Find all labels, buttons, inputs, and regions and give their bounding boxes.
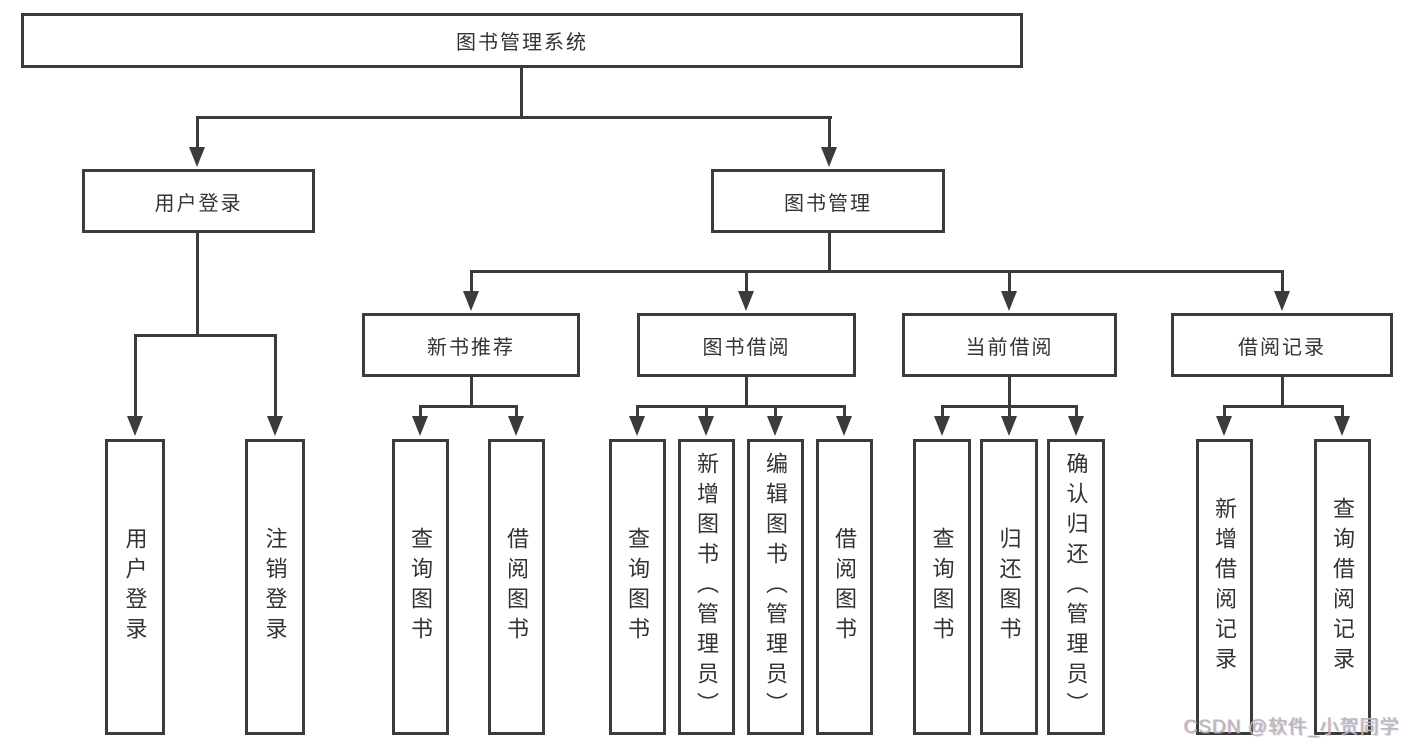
node-label: 图书借阅 bbox=[702, 336, 791, 359]
arrow-down-icon bbox=[1216, 416, 1232, 436]
leaf-label: 查询图书 bbox=[408, 527, 434, 647]
connector-drop-leaf bbox=[1008, 405, 1011, 418]
node-book-management: 图书管理 bbox=[711, 169, 945, 233]
arrow-down-icon bbox=[508, 416, 524, 436]
leaf-borrow-books: 借阅图书 bbox=[488, 439, 545, 735]
leaf-user-login: 用户登录 bbox=[105, 439, 165, 735]
connector-book-borrowing-stem bbox=[745, 377, 748, 407]
connector-borrowing-records-horizontal bbox=[1223, 405, 1344, 408]
leaf-confirm-return-admin: 确认归还（管理员） bbox=[1047, 439, 1105, 735]
connector-user-login-horizontal bbox=[134, 334, 277, 337]
arrow-down-icon bbox=[127, 416, 143, 436]
leaf-label: 注销登录 bbox=[262, 527, 288, 647]
arrow-down-icon bbox=[738, 291, 754, 311]
leaf-label: 归还图书 bbox=[996, 527, 1022, 647]
node-label: 用户登录 bbox=[154, 192, 243, 215]
leaf-label: 查询图书 bbox=[929, 527, 955, 647]
leaf-label: 新增图书（管理员） bbox=[694, 452, 720, 722]
connector-drop-user-login bbox=[196, 116, 199, 149]
node-book-borrowing: 图书借阅 bbox=[637, 313, 856, 377]
node-label: 图书管理 bbox=[784, 192, 872, 215]
leaf-label: 确认归还（管理员） bbox=[1063, 452, 1089, 722]
connector-drop-book-borrowing bbox=[745, 270, 748, 293]
connector-drop-leaf bbox=[636, 405, 639, 418]
connector-drop-leaf bbox=[515, 405, 518, 418]
connector-level1-horizontal bbox=[196, 116, 832, 119]
leaf-query-books: 查询图书 bbox=[392, 439, 449, 735]
arrow-down-icon bbox=[1274, 291, 1290, 311]
leaf-label: 借阅图书 bbox=[832, 527, 858, 647]
leaf-query-borrow-record: 查询借阅记录 bbox=[1314, 439, 1371, 735]
leaf-label: 查询借阅记录 bbox=[1330, 497, 1356, 677]
connector-drop-leaf bbox=[1341, 405, 1344, 418]
node-label: 新书推荐 bbox=[427, 336, 515, 359]
connector-current-borrowing-stem bbox=[1008, 377, 1011, 407]
node-label: 当前借阅 bbox=[965, 336, 1054, 359]
arrow-down-icon bbox=[463, 291, 479, 311]
connector-drop-leaf bbox=[419, 405, 422, 418]
csdn-watermark: CSDN @软件_小贺同学 bbox=[1184, 717, 1400, 738]
leaf-logout: 注销登录 bbox=[245, 439, 305, 735]
connector-drop-new-books bbox=[470, 270, 473, 293]
arrow-down-icon bbox=[1334, 416, 1350, 436]
arrow-down-icon bbox=[767, 416, 783, 436]
connector-level2-horizontal bbox=[470, 270, 1284, 273]
leaf-query-books: 查询图书 bbox=[609, 439, 666, 735]
connector-user-login-stem bbox=[196, 233, 199, 336]
arrow-down-icon bbox=[189, 147, 205, 167]
connector-drop-leaf bbox=[705, 405, 708, 418]
connector-drop-leaf bbox=[274, 334, 277, 418]
leaf-label: 新增借阅记录 bbox=[1212, 497, 1238, 677]
node-new-book-recommend: 新书推荐 bbox=[362, 313, 580, 377]
connector-drop-leaf bbox=[1075, 405, 1078, 418]
connector-drop-leaf bbox=[134, 334, 137, 418]
connector-drop-book-management bbox=[828, 116, 831, 149]
leaf-label: 编辑图书（管理员） bbox=[763, 452, 789, 722]
connector-drop-borrowing-records bbox=[1281, 270, 1284, 293]
node-label: 图书管理系统 bbox=[456, 32, 588, 54]
connector-new-books-horizontal bbox=[419, 405, 518, 408]
leaf-query-books: 查询图书 bbox=[913, 439, 971, 735]
connector-drop-leaf bbox=[774, 405, 777, 418]
leaf-add-borrow-record: 新增借阅记录 bbox=[1196, 439, 1253, 735]
connector-drop-leaf bbox=[941, 405, 944, 418]
leaf-add-book-admin: 新增图书（管理员） bbox=[678, 439, 735, 735]
node-user-login: 用户登录 bbox=[82, 169, 315, 233]
leaf-edit-book-admin: 编辑图书（管理员） bbox=[747, 439, 804, 735]
connector-root-stem bbox=[520, 68, 523, 118]
arrow-down-icon bbox=[1001, 291, 1017, 311]
arrow-down-icon bbox=[629, 416, 645, 436]
leaf-label: 用户登录 bbox=[122, 527, 148, 647]
leaf-label: 借阅图书 bbox=[504, 527, 530, 647]
arrow-down-icon bbox=[934, 416, 950, 436]
leaf-label: 查询图书 bbox=[625, 527, 651, 647]
arrow-down-icon bbox=[1068, 416, 1084, 436]
connector-drop-leaf bbox=[843, 405, 846, 418]
connector-borrowing-records-stem bbox=[1281, 377, 1284, 407]
arrow-down-icon bbox=[412, 416, 428, 436]
connector-new-books-stem bbox=[470, 377, 473, 407]
leaf-return-books: 归还图书 bbox=[980, 439, 1038, 735]
node-borrowing-records: 借阅记录 bbox=[1171, 313, 1393, 377]
node-current-borrowing: 当前借阅 bbox=[902, 313, 1117, 377]
arrow-down-icon bbox=[698, 416, 714, 436]
arrow-down-icon bbox=[1001, 416, 1017, 436]
node-label: 借阅记录 bbox=[1238, 336, 1326, 359]
arrow-down-icon bbox=[267, 416, 283, 436]
arrow-down-icon bbox=[821, 147, 837, 167]
node-library-system: 图书管理系统 bbox=[21, 13, 1023, 68]
connector-drop-current-borrowing bbox=[1008, 270, 1011, 293]
connector-drop-leaf bbox=[1223, 405, 1226, 418]
connector-book-borrowing-horizontal bbox=[636, 405, 846, 408]
leaf-borrow-books: 借阅图书 bbox=[816, 439, 873, 735]
arrow-down-icon bbox=[836, 416, 852, 436]
connector-book-management-stem bbox=[828, 232, 831, 272]
